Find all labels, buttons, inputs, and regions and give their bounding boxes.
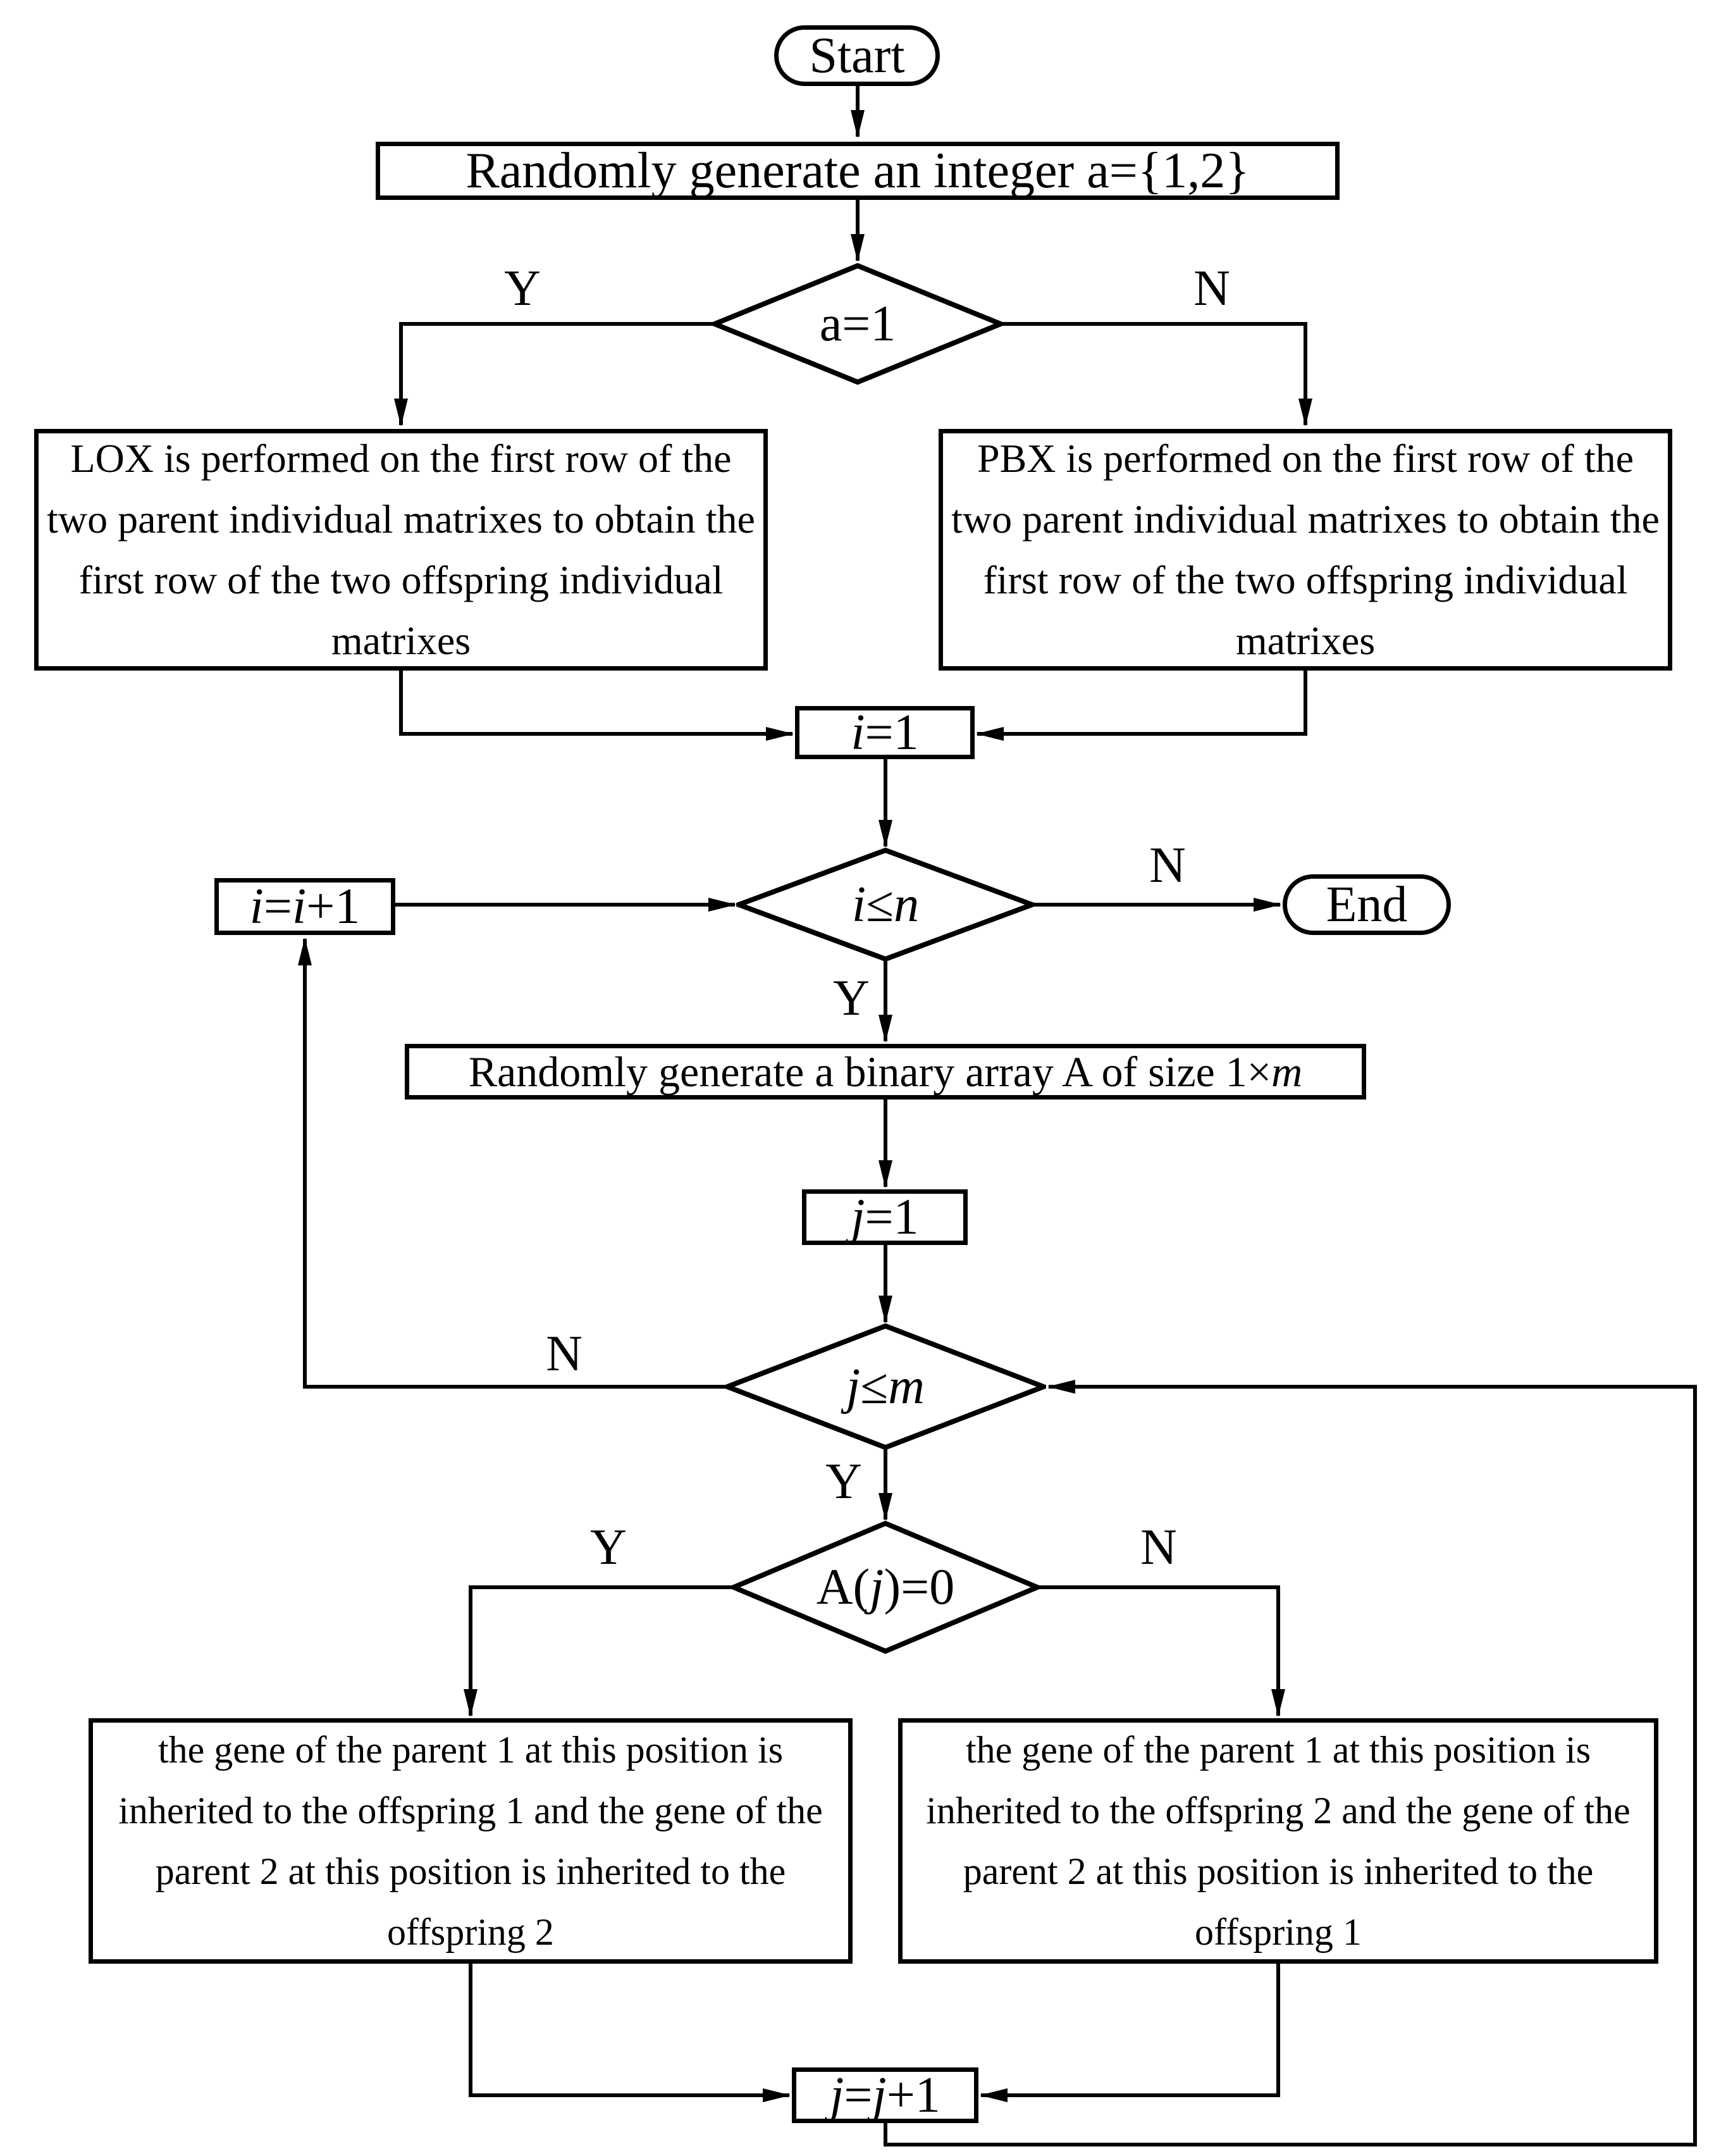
label-a1-yes: Y [504,261,541,316]
inherit-right-box: the gene of the parent 1 at this positio… [898,1718,1658,1964]
generate-integer-label: Randomly generate an integer a={1,2} [465,142,1250,199]
i-increment-label: i=i+1 [249,878,361,934]
edge-pbx-to-i-init [976,671,1307,741]
label-aj-yes: Y [590,1520,627,1575]
edge-aj-yes-to-inherit-left [464,1585,732,1717]
label-i-cond-yes: Y [833,970,870,1026]
end-terminal: End [1283,874,1451,935]
label-aj-no: N [1140,1520,1177,1575]
a-equals-1-diamond: a=1 [712,263,1003,385]
inherit-left-box: the gene of the parent 1 at this positio… [89,1718,853,1964]
i-condition-label: i≤n [851,876,920,932]
i-init-label: i=1 [851,704,919,760]
edge-inherit-left-to-j-increment [469,1964,791,2102]
j-condition-shape [725,1323,1046,1450]
pbx-box: PBX is performed on the first row of the… [939,429,1672,671]
edge-inherit-right-to-j-increment [980,1964,1280,2102]
a-equals-1-label: a=1 [819,295,896,352]
j-increment-label: j=j+1 [830,2067,940,2123]
edge-j-increment-loop-to-j-condition [884,1380,1697,2147]
start-terminal: Start [774,25,940,86]
inherit-right-label: the gene of the parent 1 at this positio… [926,1729,1631,1953]
aj-condition-label: A(j)=0 [816,1559,955,1615]
end-label: End [1326,876,1408,932]
edge-lox-to-i-init [399,671,794,741]
lox-label: LOX is performed on the first row of the… [47,436,755,663]
j-init-label: j=1 [851,1189,919,1245]
edge-j-condition-no-to-i-increment [298,938,726,1389]
pbx-label: PBX is performed on the first row of the… [951,436,1660,663]
inherit-left-label: the gene of the parent 1 at this positio… [118,1729,823,1953]
j-init-box: j=1 [802,1189,968,1245]
i-increment-box: i=i+1 [214,878,395,935]
i-condition-diamond: i≤n [736,848,1035,962]
label-j-cond-no: N [546,1326,583,1382]
generate-array-label: Randomly generate a binary array A of si… [468,1047,1303,1096]
lox-box: LOX is performed on the first row of the… [34,429,768,671]
j-condition-diamond: j≤m [725,1323,1046,1450]
generate-integer-box: Randomly generate an integer a={1,2} [376,142,1340,200]
edge-a-condition-no-to-pbx [1001,322,1312,426]
label-j-cond-yes: Y [825,1454,862,1509]
a-equals-1-shape [712,263,1003,385]
j-condition-label: j≤m [846,1358,925,1415]
edge-aj-no-to-inherit-right [1039,1585,1285,1717]
label-i-cond-no: N [1149,838,1186,893]
label-a1-no: N [1193,261,1230,316]
edge-a-condition-yes-to-lox [394,322,715,426]
aj-condition-diamond: A(j)=0 [731,1521,1040,1654]
generate-array-box: Randomly generate a binary array A of si… [405,1044,1366,1100]
i-condition-shape [736,848,1035,962]
start-label: Start [809,27,905,84]
i-init-box: i=1 [795,704,975,760]
aj-condition-shape [731,1521,1040,1654]
j-increment-box: j=j+1 [792,2067,978,2123]
